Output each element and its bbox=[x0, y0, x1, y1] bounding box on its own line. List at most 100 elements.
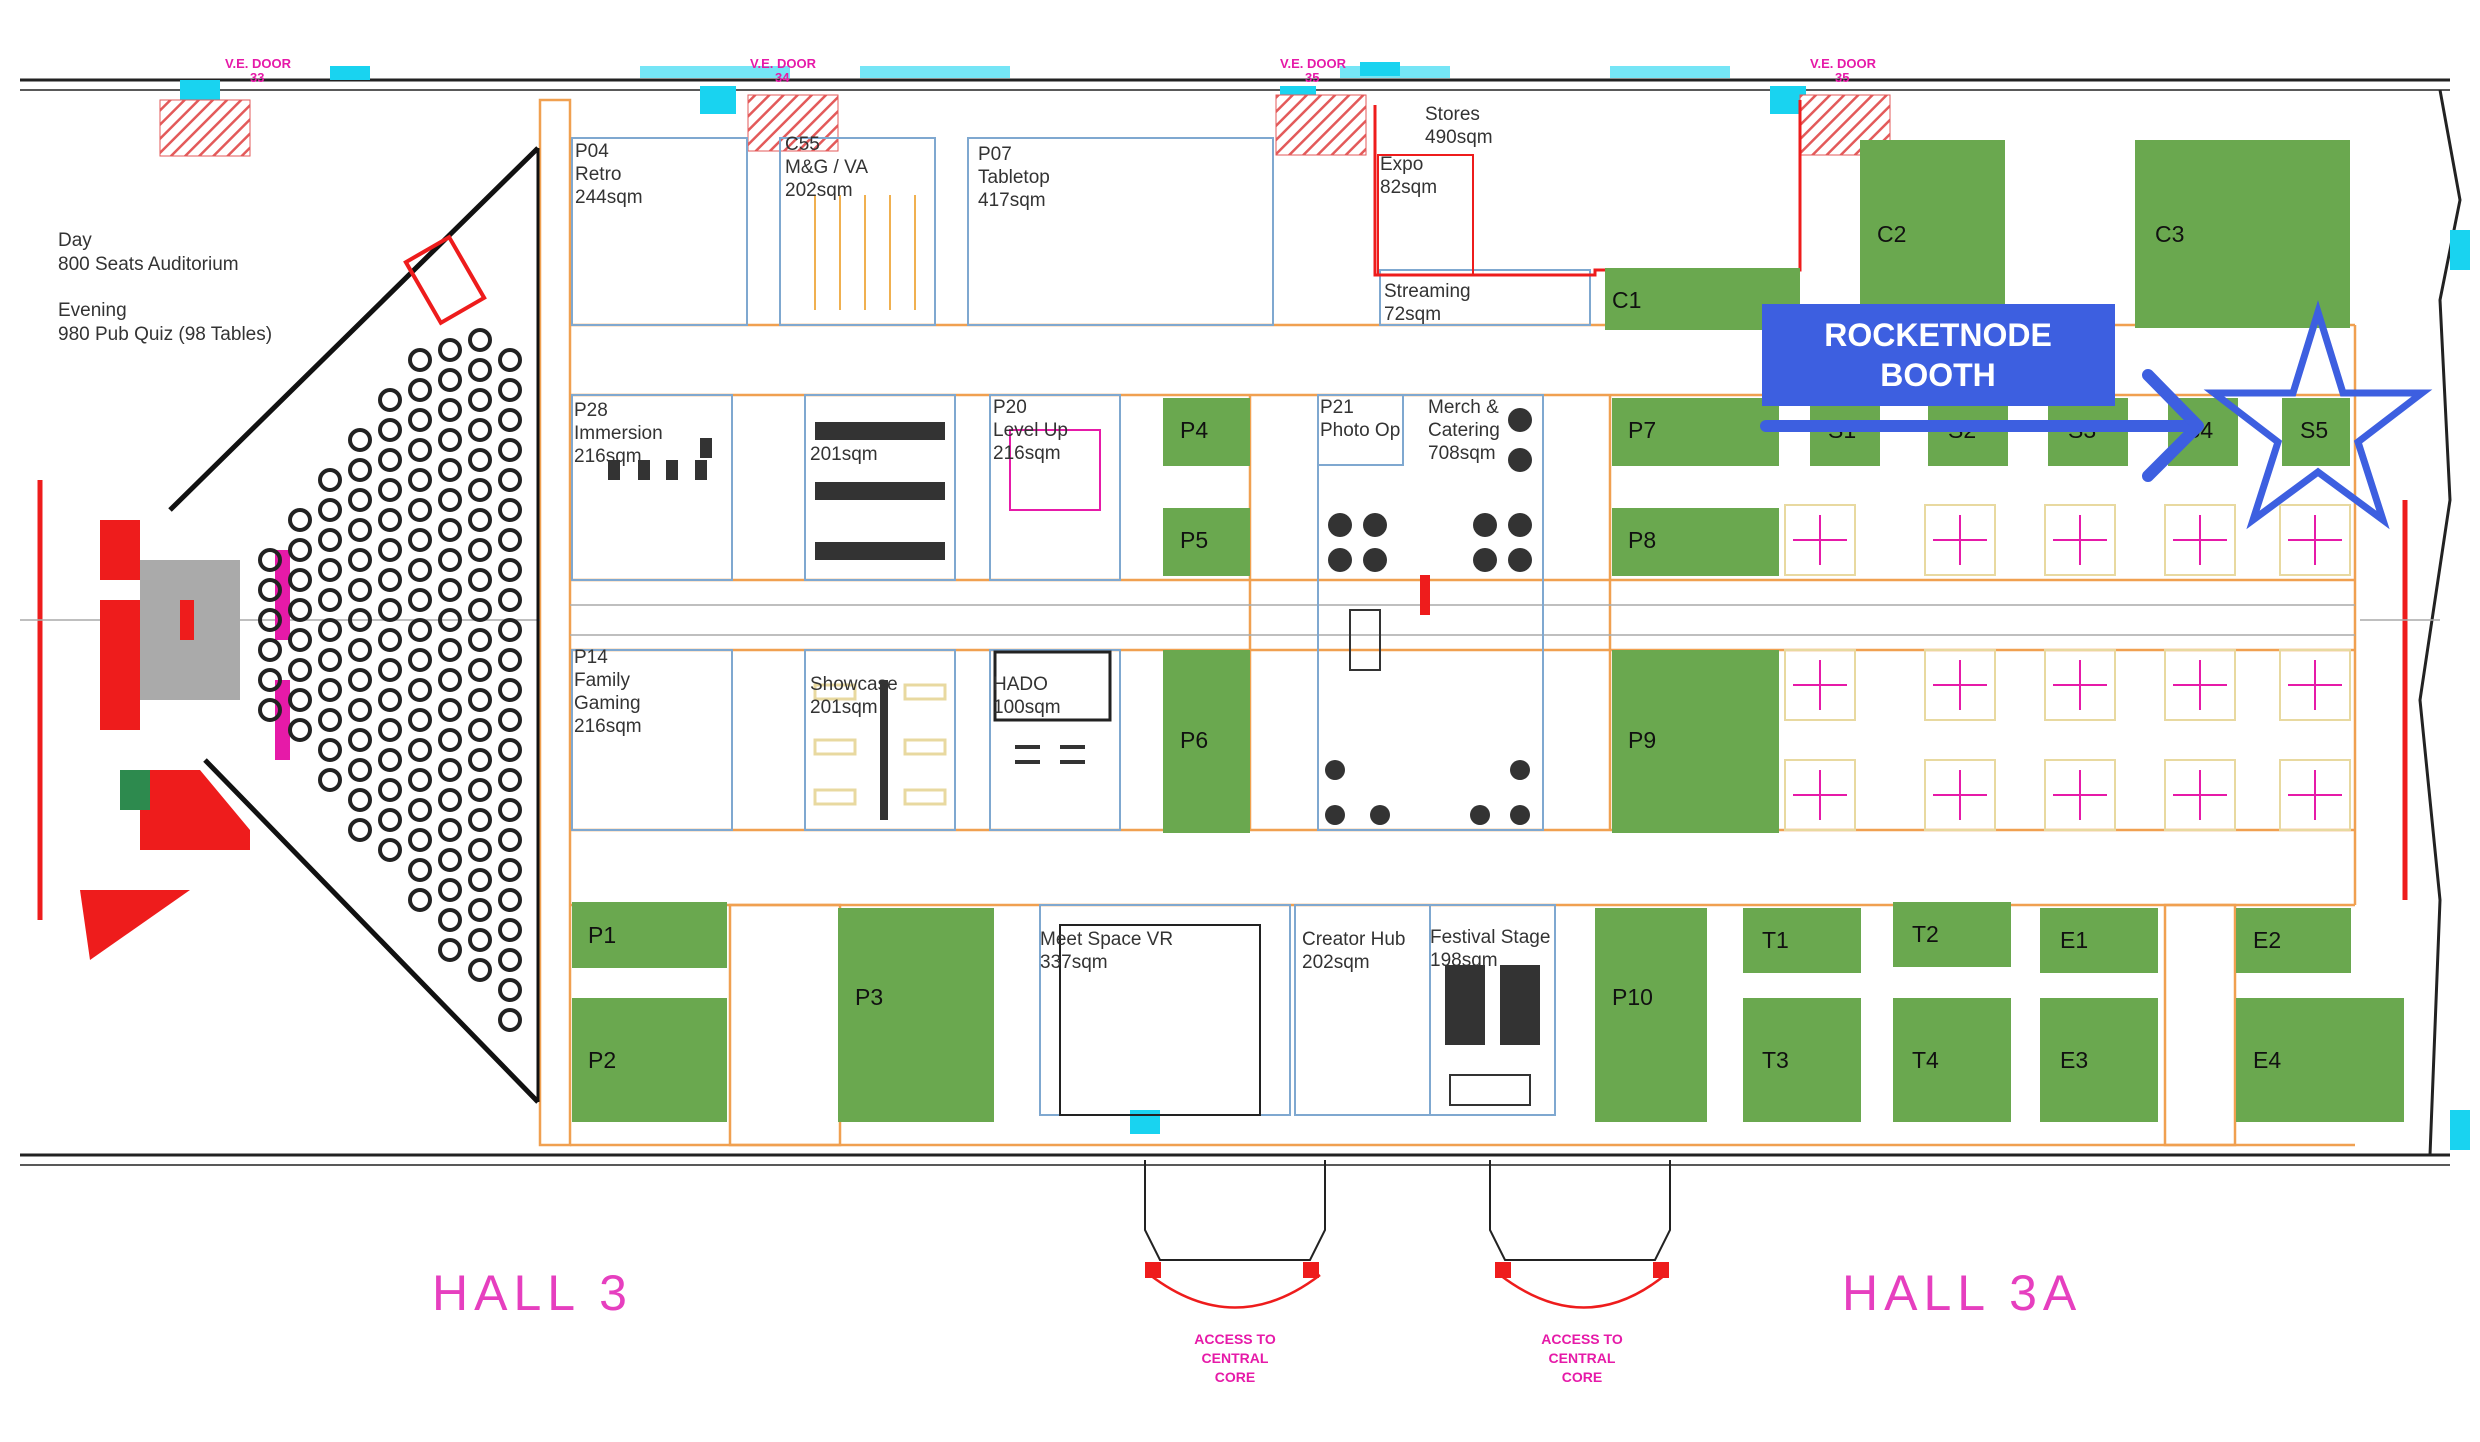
block-t2 bbox=[1893, 902, 2011, 967]
booth-cell bbox=[1924, 649, 1996, 721]
seat-table bbox=[438, 398, 462, 422]
seat-table bbox=[438, 938, 462, 962]
seat-table bbox=[408, 888, 432, 912]
hall-3-label: HALL 3 bbox=[432, 1265, 633, 1321]
seat-table bbox=[378, 388, 402, 412]
access-left-line1: ACCESS TO bbox=[1194, 1331, 1276, 1347]
seat-table bbox=[288, 538, 312, 562]
seat-table bbox=[468, 898, 492, 922]
block-label-t3: T3 bbox=[1762, 1047, 1789, 1073]
seat-table bbox=[408, 498, 432, 522]
seat-table bbox=[348, 488, 372, 512]
hall-3a-label: HALL 3A bbox=[1842, 1265, 2082, 1321]
auditorium-evening-text: 980 Pub Quiz (98 Tables) bbox=[58, 324, 272, 345]
block-label-e3: E3 bbox=[2060, 1047, 2088, 1073]
access-right-line3: CORE bbox=[1562, 1369, 1602, 1385]
room-p21-code: P21 bbox=[1320, 397, 1354, 418]
booth-cell bbox=[1784, 504, 1856, 576]
room-p14-code: P14 bbox=[574, 647, 608, 668]
block-label-t1: T1 bbox=[1762, 927, 1789, 953]
access-right-line2: CENTRAL bbox=[1549, 1350, 1616, 1366]
room-p28-code: P28 bbox=[574, 400, 608, 421]
seat-table bbox=[258, 668, 282, 692]
access-left-line3: CORE bbox=[1215, 1369, 1255, 1385]
stores-outline bbox=[1373, 100, 1802, 277]
seat-table bbox=[468, 538, 492, 562]
callout-box bbox=[1762, 304, 2115, 406]
seat-table bbox=[468, 808, 492, 832]
block-label-p3: P3 bbox=[855, 984, 883, 1010]
block-label-c3: C3 bbox=[2155, 221, 2184, 247]
booth-star-icon bbox=[2203, 300, 2433, 530]
seat-table bbox=[438, 518, 462, 542]
seat-table bbox=[378, 448, 402, 472]
seat-table bbox=[408, 648, 432, 672]
block-s5 bbox=[2282, 398, 2350, 466]
seat-table bbox=[288, 718, 312, 742]
room-201-area: 201sqm bbox=[810, 444, 878, 465]
room-festival-name: Festival Stage bbox=[1430, 927, 1550, 948]
seat-table bbox=[498, 378, 522, 402]
booth-cell bbox=[1924, 759, 1996, 831]
seat-table bbox=[348, 578, 372, 602]
room-stores-name: Stores bbox=[1425, 104, 1480, 125]
block-label-c2: C2 bbox=[1877, 221, 1906, 247]
room-mg-code: C55 bbox=[785, 134, 820, 155]
seat-table bbox=[348, 518, 372, 542]
ve-door-num-1: 33 bbox=[250, 70, 264, 85]
seat-table bbox=[378, 688, 402, 712]
seat-table bbox=[318, 468, 342, 492]
seat-table bbox=[408, 828, 432, 852]
seat-table bbox=[408, 768, 432, 792]
block-p6 bbox=[1163, 650, 1250, 833]
seat-table bbox=[348, 758, 372, 782]
block-label-p5: P5 bbox=[1180, 527, 1208, 553]
seat-table bbox=[408, 348, 432, 372]
room-expo-area: 82sqm bbox=[1380, 177, 1437, 198]
seat-table bbox=[318, 708, 342, 732]
seat-table bbox=[348, 788, 372, 812]
booth-cell bbox=[2044, 504, 2116, 576]
room-outlines bbox=[571, 137, 1591, 1116]
block-label-p6: P6 bbox=[1180, 727, 1208, 753]
booth-cell bbox=[2279, 759, 2351, 831]
stair-hatches bbox=[159, 94, 1891, 157]
seat-table bbox=[438, 338, 462, 362]
seat-table bbox=[498, 528, 522, 552]
seat-table bbox=[408, 438, 432, 462]
booth-cell bbox=[2164, 649, 2236, 721]
seat-table bbox=[468, 448, 492, 472]
seat-table bbox=[408, 378, 432, 402]
seat-table bbox=[348, 698, 372, 722]
seat-table bbox=[408, 708, 432, 732]
seat-table bbox=[438, 848, 462, 872]
room-p20-name: Level Up bbox=[993, 420, 1068, 441]
room-showcase-area: 201sqm bbox=[810, 697, 878, 718]
block-p7 bbox=[1612, 398, 1779, 466]
block-label-t4: T4 bbox=[1912, 1047, 1939, 1073]
callout-arrowhead bbox=[2142, 369, 2204, 482]
seat-table bbox=[288, 508, 312, 532]
room-p07-code: P07 bbox=[978, 144, 1012, 165]
seat-table bbox=[378, 598, 402, 622]
block-label-e2: E2 bbox=[2253, 927, 2281, 953]
seat-table bbox=[408, 738, 432, 762]
booth-cell bbox=[1784, 649, 1856, 721]
seat-table bbox=[468, 358, 492, 382]
seat-table bbox=[318, 738, 342, 762]
room-p07-name: Tabletop bbox=[978, 167, 1050, 188]
seat-table bbox=[498, 438, 522, 462]
seat-table bbox=[258, 578, 282, 602]
seat-table bbox=[348, 728, 372, 752]
block-label-t2: T2 bbox=[1912, 921, 1939, 947]
booth-cell bbox=[2279, 504, 2351, 576]
seat-table bbox=[408, 678, 432, 702]
seat-table bbox=[438, 488, 462, 512]
seat-table bbox=[408, 408, 432, 432]
seat-table bbox=[348, 668, 372, 692]
seat-table bbox=[468, 838, 492, 862]
central-access bbox=[1144, 1160, 1671, 1309]
seat-table bbox=[468, 598, 492, 622]
seat-table bbox=[348, 608, 372, 632]
